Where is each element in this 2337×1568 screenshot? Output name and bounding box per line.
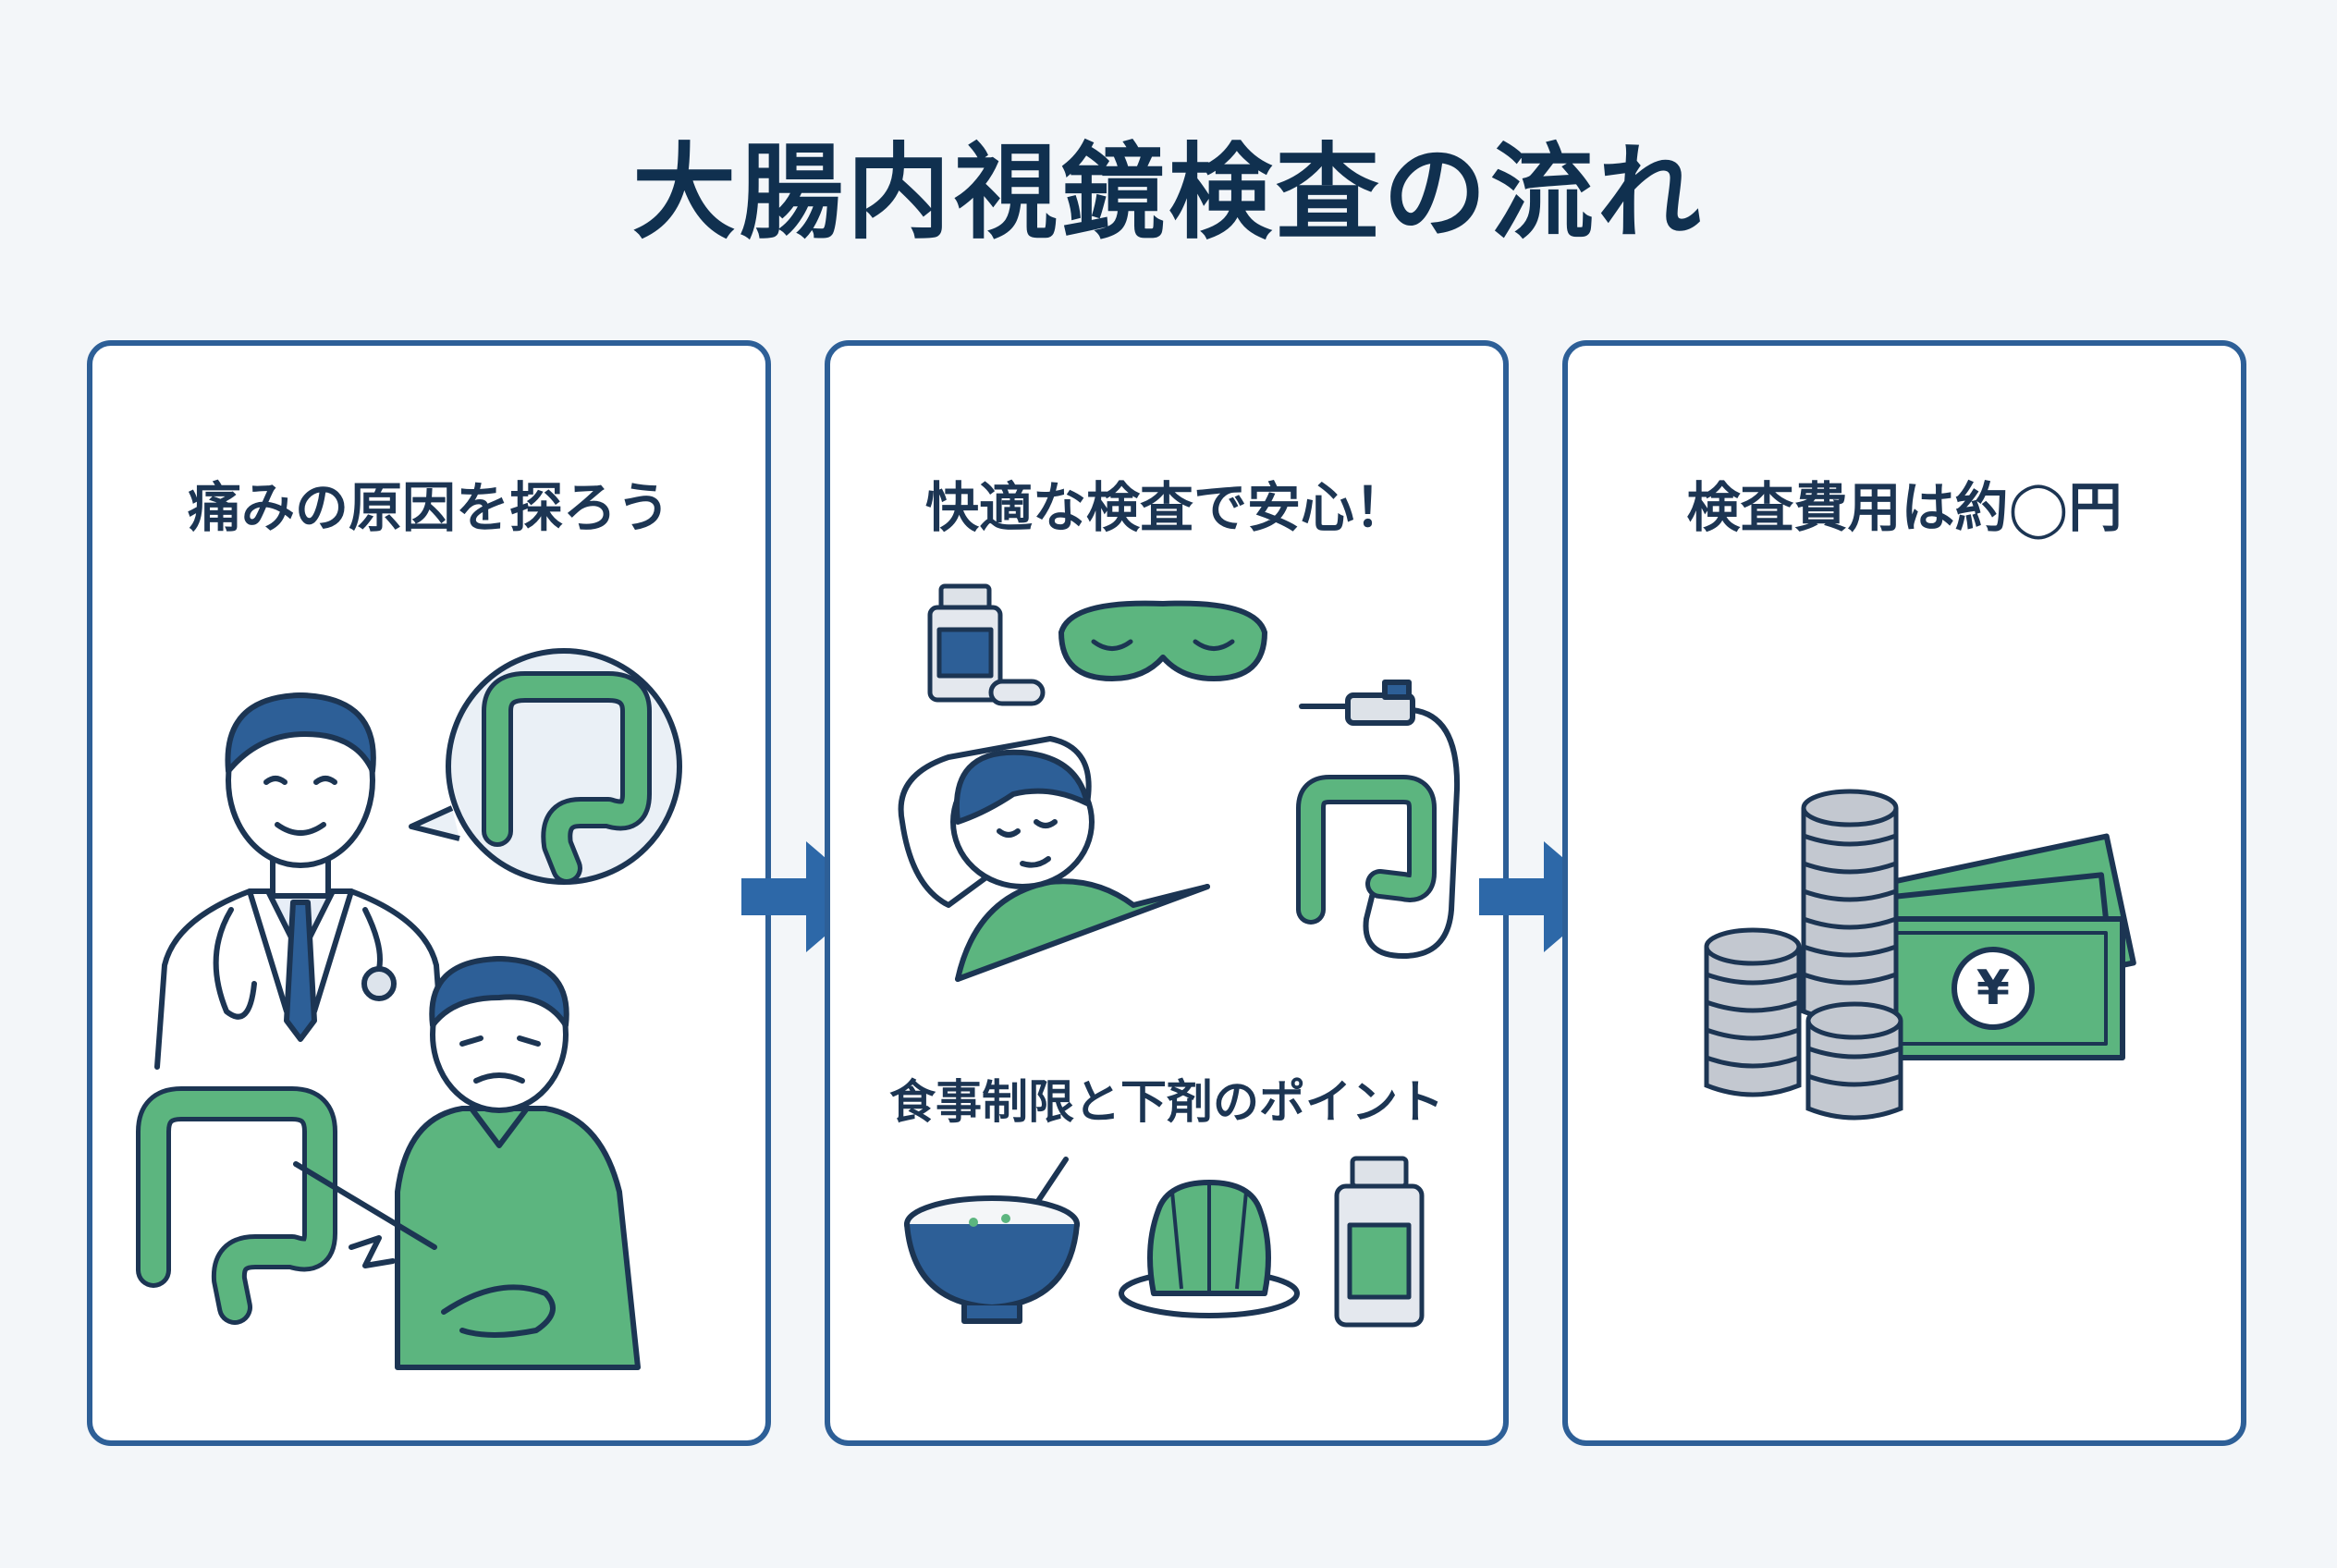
page-title: 大腸内視鏡検査の流れ — [632, 133, 1705, 253]
step-panel-2: 快適な検査で安心！ — [825, 340, 1509, 1446]
banknote-icon: ¥ — [1861, 833, 2136, 1060]
sleeping-patient-icon — [898, 736, 1210, 982]
step-1-heading: 痛みの原因を探ろう — [187, 476, 670, 539]
rice-porridge-icon — [904, 1157, 1080, 1324]
yen-symbol: ¥ — [1976, 961, 2010, 1016]
endoscope-icon — [1296, 680, 1461, 959]
step-2-heading: 快適な検査で安心！ — [924, 476, 1408, 539]
stomachache-patient-icon — [293, 956, 641, 1370]
doctor-icon — [154, 692, 447, 1070]
step-3-heading: 検査費用は約◯円 — [1686, 476, 2123, 539]
jelly-icon — [1119, 1180, 1300, 1318]
colon-icon — [482, 671, 652, 884]
colon-icon — [136, 1086, 337, 1325]
step-2-subheading: 食事制限と下剤のポイント — [889, 1075, 1444, 1129]
step-panel-1: 痛みの原因を探ろう — [87, 340, 771, 1446]
coin-stack-icon — [1704, 789, 1903, 1121]
medicine-bottle-icon — [1334, 1156, 1425, 1328]
step-panel-3: 検査費用は約◯円 ¥ — [1562, 340, 2246, 1446]
sleep-mask-icon — [1058, 600, 1267, 681]
medicine-bottle-icon — [927, 583, 1046, 706]
